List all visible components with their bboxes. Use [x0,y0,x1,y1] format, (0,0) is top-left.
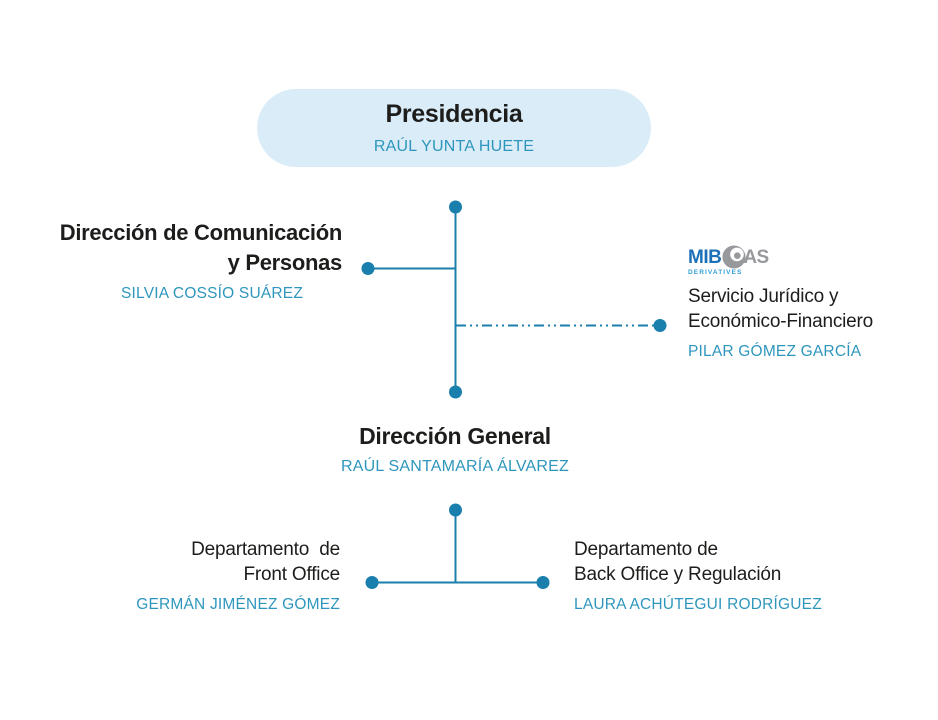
node-back-office-title-line2: Back Office y Regulación [574,564,782,585]
node-presidencia-title: Presidencia [385,100,523,128]
connector-endpoints [361,200,667,589]
node-back-office: Departamento de Back Office y Regulación… [574,537,822,614]
mibgas-logo-row: MIB AS [688,245,873,269]
endpoint-dot [361,262,375,275]
endpoint-dot [449,200,462,214]
mibgas-logo-as: AS [743,246,769,268]
mibgas-logo-mib: MIB [688,246,722,268]
node-comunicacion-person: SILVIA COSSÍO SUÁREZ [120,285,303,302]
node-back-office-title-line1: Departamento de [574,539,718,560]
node-front-office: Departamento de Front Office GERMÁN JIMÉ… [136,537,340,614]
node-presidencia: Presidencia RAÚL YUNTA HUETE [257,89,651,167]
endpoint-dot [653,319,667,332]
node-front-office-title-line1: Departamento de [191,539,340,560]
node-comunicacion: Dirección de Comunicación y Personas SIL… [59,218,343,303]
endpoint-dot [536,576,550,589]
mibgas-logo-derivatives: DERIVATIVES [688,269,743,276]
node-back-office-person: LAURA ACHÚTEGUI RODRÍGUEZ [574,596,822,613]
node-servicio-juridico-title-line2: Económico-Financiero [688,310,874,332]
endpoint-dot [365,576,379,589]
node-servicio-juridico-title-line1: Servicio Jurídico y [688,285,839,307]
node-servicio-juridico: MIB AS DERIVATIVES Servicio Jurídico y E… [688,245,873,361]
node-front-office-person: GERMÁN JIMÉNEZ GÓMEZ [136,596,340,613]
node-comunicacion-title-line1: Dirección de Comunicación [59,220,343,245]
node-servicio-juridico-person: PILAR GÓMEZ GARCÍA [688,342,862,360]
node-presidencia-person: RAÚL YUNTA HUETE [373,138,535,155]
node-direccion-general-title: Dirección General [359,423,551,449]
node-front-office-title-line2: Front Office [243,564,340,585]
mibgas-gas-drop-icon [722,245,746,269]
node-direccion-general-person: RAÚL SANTAMARÍA ÁLVAREZ [340,458,570,475]
endpoint-dot [449,385,462,399]
node-servicio-juridico-titles: Servicio Jurídico y Económico-Financiero [688,284,873,334]
node-comunicacion-title-line2: y Personas [227,250,343,275]
endpoint-dot [449,503,462,517]
node-direccion-general: Dirección General RAÚL SANTAMARÍA ÁLVARE… [341,421,569,476]
mibgas-derivatives-logo: MIB AS DERIVATIVES [688,245,873,277]
